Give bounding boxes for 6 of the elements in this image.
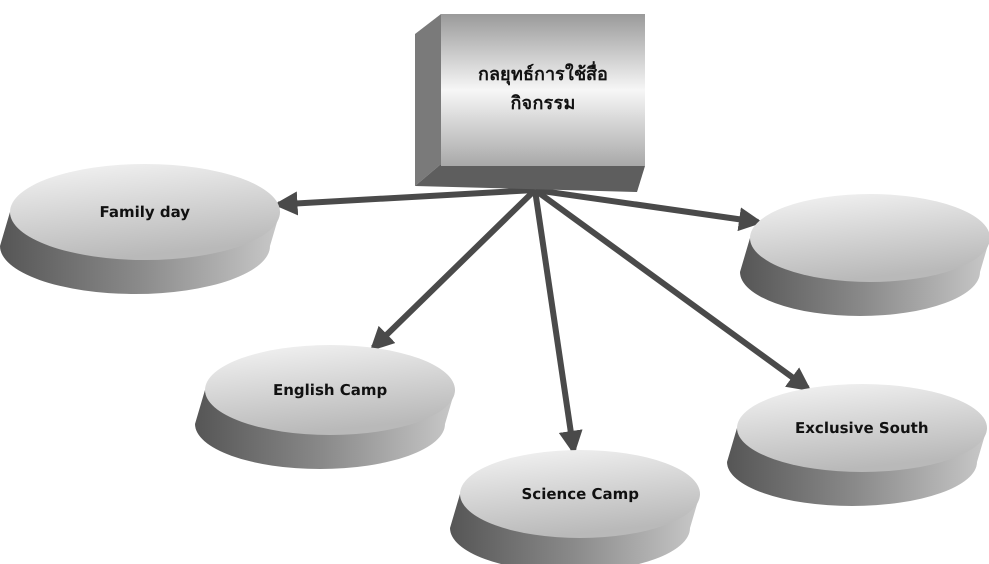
node-label: Family day xyxy=(100,203,190,221)
node-label: Exclusive South xyxy=(795,419,929,437)
node-label: English Camp xyxy=(273,381,388,399)
arrow xyxy=(533,188,812,392)
node-label: Science Camp xyxy=(522,485,639,503)
node-label: กลยุทธ์การใช้สื่อ กิจกรรม xyxy=(458,61,628,119)
